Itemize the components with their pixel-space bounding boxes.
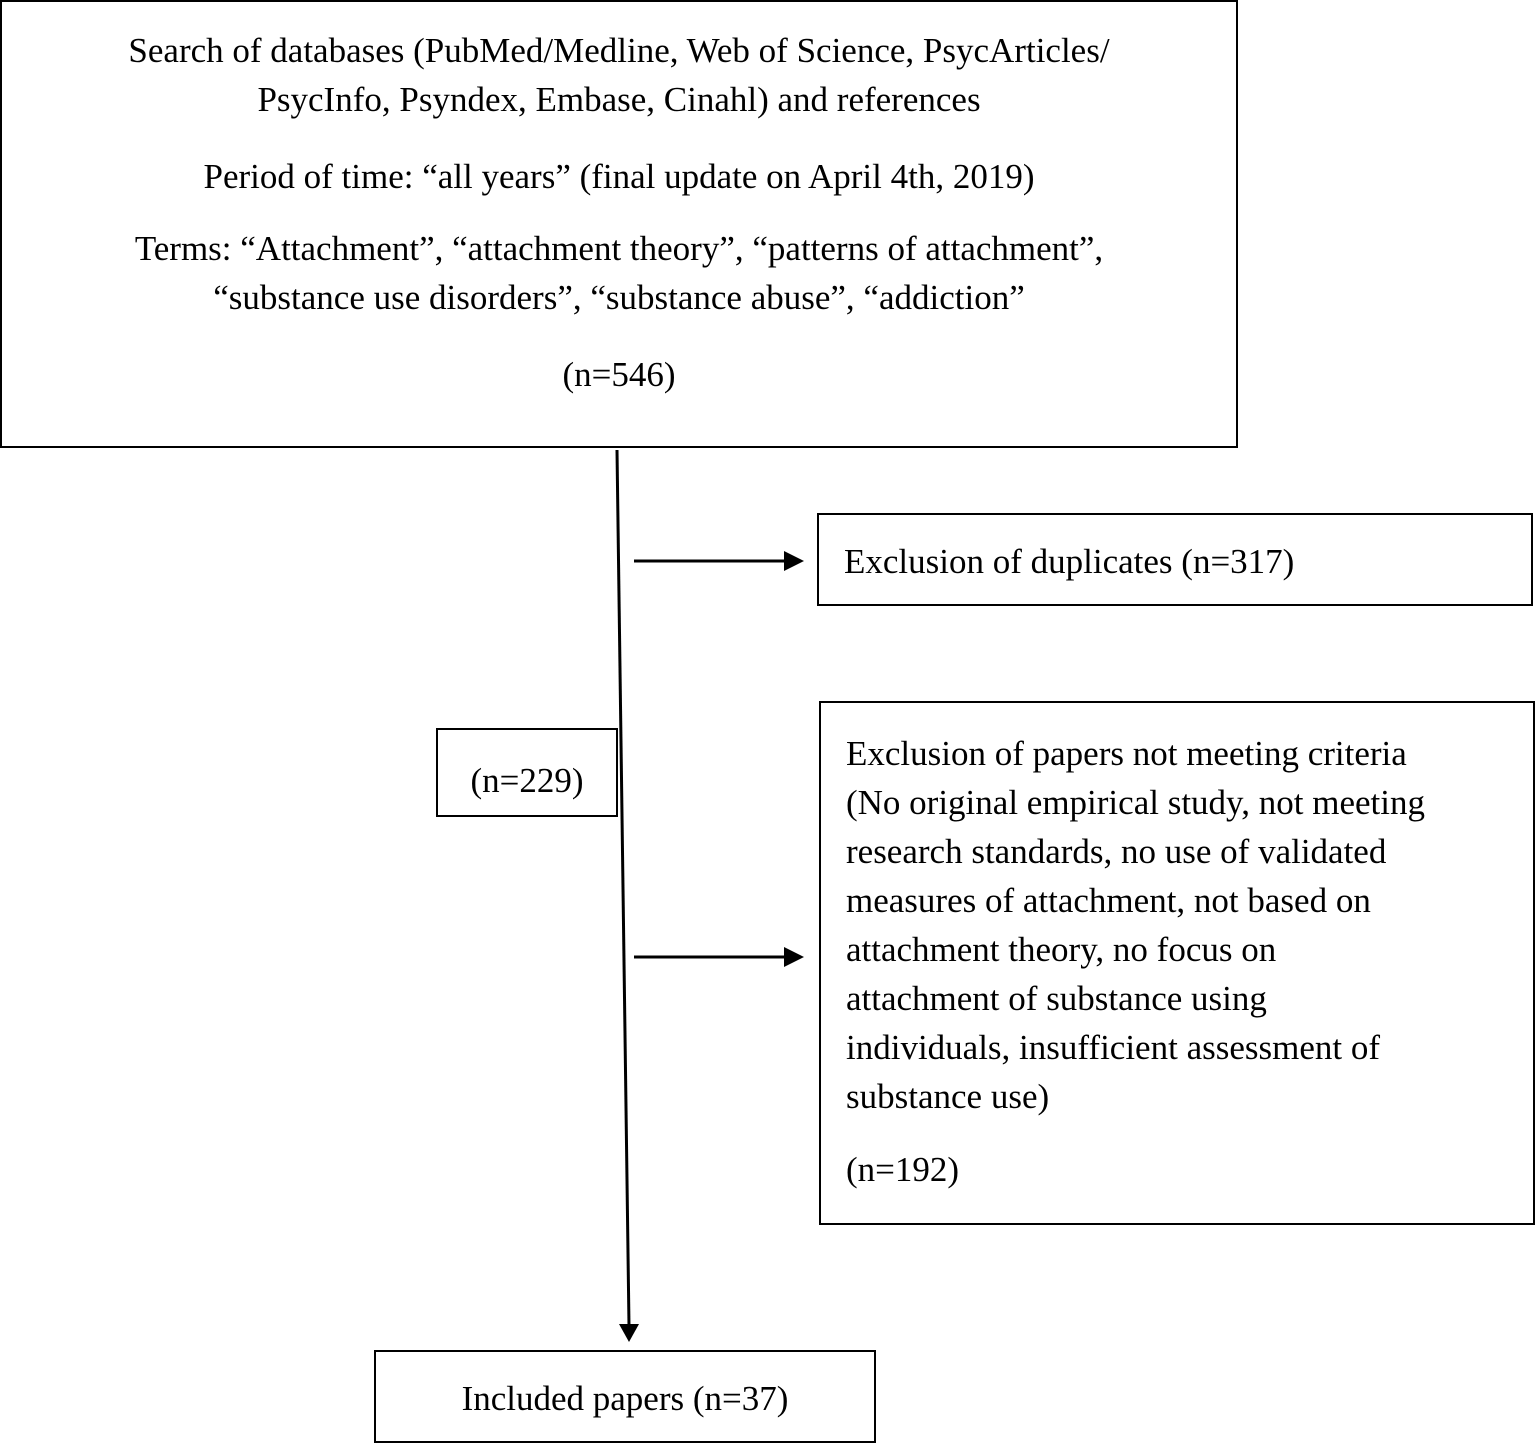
search-description: Search of databases (PubMed/Medline, Web… <box>2 26 1236 124</box>
search-period: Period of time: “all years” (final updat… <box>2 152 1236 201</box>
duplicates-arrowhead <box>784 551 804 571</box>
search-line-1: Search of databases (PubMed/Medline, Web… <box>128 31 1110 70</box>
search-count-text: (n=546) <box>562 355 676 394</box>
criteria-description: Exclusion of papers not meeting criteria… <box>846 729 1526 1121</box>
search-period-text: Period of time: “all years” (final updat… <box>203 157 1035 196</box>
criteria-line: (No original empirical study, not meetin… <box>846 783 1425 822</box>
remaining-count-box: (n=229) <box>436 728 618 817</box>
search-box: Search of databases (PubMed/Medline, Web… <box>0 0 1238 448</box>
search-terms: Terms: “Attachment”, “attachment theory”… <box>2 224 1236 322</box>
criteria-line: substance use) <box>846 1077 1050 1116</box>
criteria-line: individuals, insufficient assessment of <box>846 1028 1381 1067</box>
main-flow-arrowhead <box>619 1324 639 1342</box>
criteria-line: attachment of substance using <box>846 979 1267 1018</box>
criteria-count: (n=192) <box>846 1150 960 1189</box>
criteria-exclusion-box: Exclusion of papers not meeting criteria… <box>819 701 1535 1225</box>
included-label: Included papers (n=37) <box>461 1379 789 1418</box>
included-papers-box: Included papers (n=37) <box>374 1350 876 1443</box>
search-count: (n=546) <box>2 350 1236 399</box>
duplicates-box: Exclusion of duplicates (n=317) <box>817 513 1533 606</box>
remaining-count: (n=229) <box>470 761 584 800</box>
duplicates-label: Exclusion of duplicates (n=317) <box>844 542 1295 581</box>
criteria-line: attachment theory, no focus on <box>846 930 1277 969</box>
search-terms-line-1: Terms: “Attachment”, “attachment theory”… <box>134 229 1104 268</box>
search-line-2: PsycInfo, Psyndex, Embase, Cinahl) and r… <box>257 80 981 119</box>
criteria-line: measures of attachment, not based on <box>846 881 1371 920</box>
main-flow-arrow <box>615 449 631 1327</box>
search-terms-line-2: “substance use disorders”, “substance ab… <box>213 278 1025 317</box>
criteria-arrowhead <box>784 947 804 967</box>
criteria-line: Exclusion of papers not meeting criteria <box>846 734 1407 773</box>
criteria-line: research standards, no use of validated <box>846 832 1387 871</box>
